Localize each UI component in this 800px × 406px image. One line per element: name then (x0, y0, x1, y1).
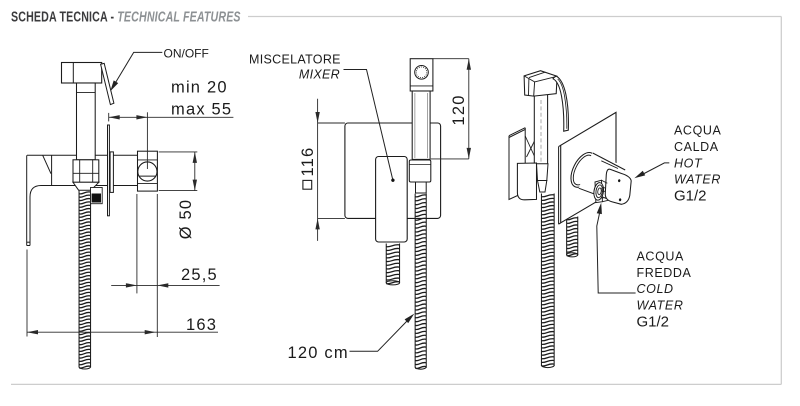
svg-text:HOT: HOT (674, 156, 703, 170)
svg-text:COLD: COLD (637, 282, 674, 296)
svg-text:max 55: max 55 (171, 101, 232, 119)
svg-text:MISCELATORE: MISCELATORE (249, 53, 341, 67)
svg-text:min 20: min 20 (171, 78, 228, 96)
svg-text:ON/OFF: ON/OFF (164, 46, 209, 60)
svg-text:SCHEDA TECNICA - TECHNICAL FEA: SCHEDA TECNICA - TECHNICAL FEATURES (11, 7, 241, 24)
svg-text:G1/2: G1/2 (674, 188, 707, 205)
svg-text:25,5: 25,5 (181, 266, 218, 284)
svg-text:CALDA: CALDA (674, 140, 719, 154)
svg-text:FREDDA: FREDDA (637, 266, 692, 280)
svg-text:120: 120 (450, 94, 468, 125)
svg-text:163: 163 (186, 316, 217, 334)
svg-text:120 cm: 120 cm (288, 344, 349, 362)
svg-text:G1/2: G1/2 (637, 314, 670, 331)
svg-text:ACQUA: ACQUA (637, 250, 685, 264)
svg-text:Ø 50: Ø 50 (177, 199, 195, 240)
svg-text:116: 116 (299, 147, 317, 177)
svg-text:MIXER: MIXER (299, 68, 340, 82)
svg-text:WATER: WATER (637, 298, 684, 312)
svg-text:ACQUA: ACQUA (674, 124, 722, 138)
svg-text:WATER: WATER (674, 173, 721, 187)
